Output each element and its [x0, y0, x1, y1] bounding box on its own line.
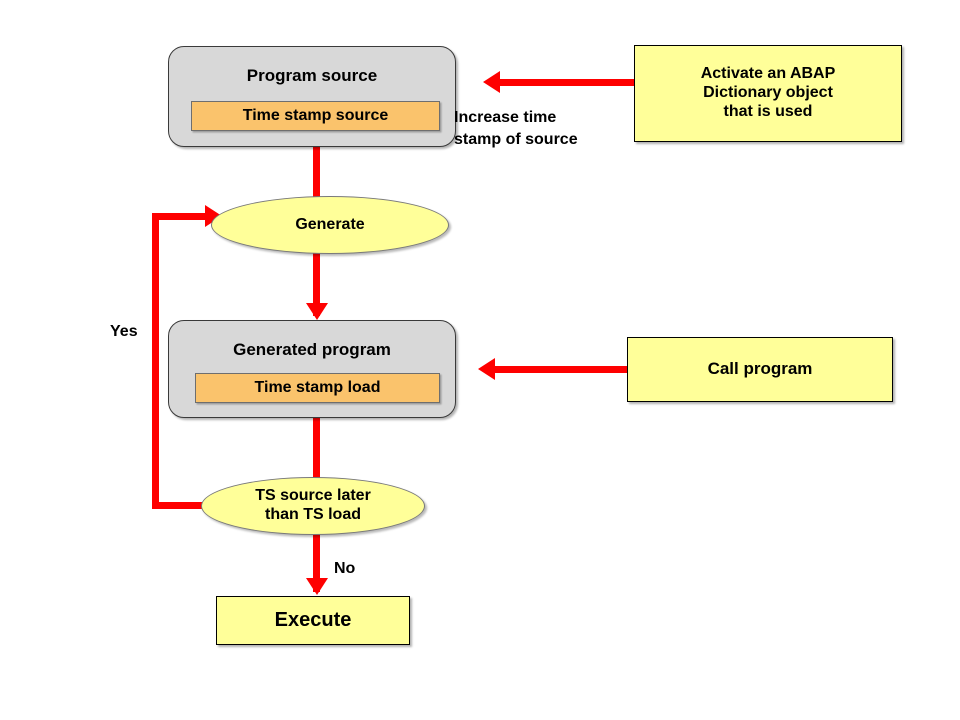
label-yes: Yes — [110, 323, 138, 340]
connector-source-to-generate — [313, 147, 320, 199]
connector-generated-to-decision — [313, 418, 320, 486]
arrowhead-generate-to-generated — [306, 303, 328, 320]
connector-yes-horizontal-top — [152, 213, 210, 220]
connector-call-to-generated — [495, 366, 627, 373]
time-stamp-load-box[interactable]: Time stamp load — [195, 373, 440, 403]
time-stamp-source-box[interactable]: Time stamp source — [191, 101, 440, 131]
node-program-source[interactable]: Program source Time stamp source — [168, 46, 456, 147]
node-generated-program[interactable]: Generated program Time stamp load — [168, 320, 456, 418]
connector-generate-to-generated — [313, 250, 320, 316]
node-activate-abap-dictionary[interactable]: Activate an ABAP Dictionary object that … — [634, 45, 902, 142]
arrowhead-activate-to-source — [483, 71, 500, 93]
label-increase-timestamp: Increase time stamp of source — [454, 109, 578, 148]
generated-program-title: Generated program — [233, 340, 391, 359]
node-generate[interactable]: Generate — [211, 196, 449, 254]
node-execute[interactable]: Execute — [216, 596, 410, 645]
label-no: No — [334, 560, 356, 577]
connector-yes-horizontal-bottom — [152, 502, 214, 509]
connector-decision-to-execute — [313, 534, 320, 592]
arrowhead-call-to-generated — [478, 358, 495, 380]
arrowhead-decision-to-execute — [306, 578, 328, 595]
connector-activate-to-source — [500, 79, 634, 86]
program-source-title: Program source — [246, 66, 378, 85]
node-decision-ts-compare[interactable]: TS source later than TS load — [201, 477, 425, 535]
node-call-program[interactable]: Call program — [627, 337, 893, 402]
connector-yes-vertical — [152, 213, 159, 509]
